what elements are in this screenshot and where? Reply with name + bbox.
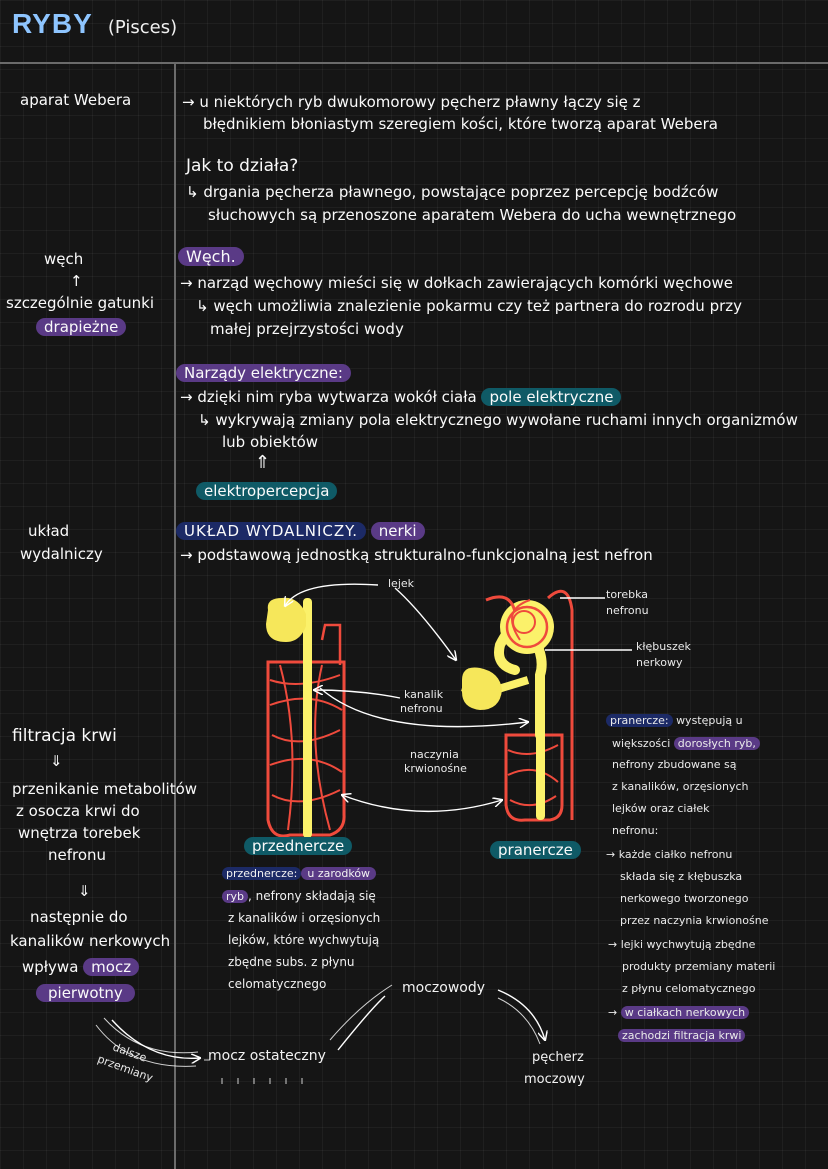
przed-note-hl2: u zarodków bbox=[301, 867, 377, 880]
nastepnie-3: wpływa bbox=[22, 958, 79, 976]
weber-label: aparat Webera bbox=[20, 91, 132, 109]
pra-note-hl2: dorosłych ryb, bbox=[673, 737, 760, 750]
pra-note-l9: nerkowego tworzonego bbox=[620, 892, 749, 905]
klebuszek-label-1: kłębuszek bbox=[636, 640, 691, 653]
pra-note-l13: z płynu celomatycznego bbox=[622, 982, 756, 995]
pecherz-label-1: pęcherz bbox=[532, 1050, 584, 1065]
double-arrow-up-icon: ⇑ bbox=[255, 452, 271, 473]
przenikanie-1: przenikanie metabolitów bbox=[12, 780, 198, 798]
arrow-up-icon: ↑ bbox=[70, 272, 83, 290]
przenikanie-2: z osocza krwi do bbox=[16, 802, 140, 820]
pra-note-l11: → lejki wychwytują zbędne bbox=[608, 938, 756, 951]
drapiezne-highlight: drapieżne bbox=[36, 318, 127, 336]
weber-question: Jak to działa? bbox=[186, 156, 299, 176]
excretory-line-1: → podstawową jednostką strukturalno-funk… bbox=[180, 546, 653, 564]
przed-note-hl3: ryb bbox=[222, 890, 249, 903]
przed-note-hl1: przednercze: bbox=[222, 867, 302, 880]
przed-note-l3: lejków, które wychwytują bbox=[228, 933, 380, 947]
pra-note-hl3: w ciałkach nerkowych bbox=[620, 1006, 750, 1019]
header-divider bbox=[0, 62, 828, 64]
elektropercepcja-highlight: elektropercepcja bbox=[196, 482, 338, 500]
przed-note-l4: zbędne subs. z płynu bbox=[228, 955, 355, 969]
pra-note-l1: występują u bbox=[676, 714, 743, 727]
naczynia-label-1: naczynia bbox=[410, 748, 459, 761]
wech-line-2: ↳ węch umożliwia znalezienie pokarmu czy… bbox=[196, 297, 743, 315]
przednercze-label: przednercze bbox=[244, 837, 353, 855]
excretory-title: UKŁAD WYDALNICZY. bbox=[176, 522, 367, 540]
nastepnie-2: kanalików nerkowych bbox=[10, 932, 171, 950]
page-title: RYBY bbox=[12, 8, 93, 39]
pra-note-l12: produkty przemiany materii bbox=[622, 960, 776, 973]
torebka-label-1: torebka bbox=[606, 588, 648, 601]
elec-title: Narządy elektryczne: bbox=[176, 364, 351, 382]
pra-note-l10: przez naczynia krwionośne bbox=[620, 914, 769, 927]
weber-answer-1: ↳ drgania pęcherza pławnego, powstające … bbox=[186, 183, 719, 201]
przed-note-l5: celomatycznego bbox=[228, 977, 327, 991]
pra-note-hl1: pranercze: bbox=[606, 714, 673, 727]
wech-line-3: małej przejrzystości wody bbox=[210, 320, 404, 338]
pra-note-l2a: większości bbox=[612, 737, 671, 750]
kanalik-label-1: kanalik bbox=[404, 688, 444, 701]
moczowody-label: moczowody bbox=[402, 980, 486, 996]
down-arrow-icon: ⇓ bbox=[50, 752, 63, 770]
nerki-highlight: nerki bbox=[370, 522, 425, 540]
column-divider bbox=[174, 62, 176, 1169]
elec-line-2: ↳ wykrywają zmiany pola elektrycznego wy… bbox=[198, 411, 798, 429]
kanalik-label-2: nefronu bbox=[400, 702, 443, 715]
pra-note-l3: nefrony zbudowane są bbox=[612, 758, 737, 771]
pra-note-l14: → bbox=[608, 1006, 618, 1019]
page-subtitle: (Pisces) bbox=[107, 17, 178, 38]
pra-note-l4: z kanalików, orzęsionych bbox=[612, 780, 749, 793]
naczynia-label-2: krwionośne bbox=[404, 762, 467, 775]
nastepnie-1: następnie do bbox=[30, 908, 128, 926]
wech-line-1: → narząd węchowy mieści się w dołkach za… bbox=[180, 274, 733, 292]
przednercze-drawing bbox=[266, 597, 346, 838]
przenikanie-4: nefronu bbox=[48, 846, 107, 864]
filtracja-label: filtracja krwi bbox=[12, 726, 117, 746]
pranercze-drawing bbox=[461, 589, 574, 822]
wech-label: węch bbox=[44, 250, 84, 268]
torebka-label-2: nefronu bbox=[606, 604, 649, 617]
mocz-highlight: mocz bbox=[83, 958, 140, 976]
klebuszek-label-2: nerkowy bbox=[636, 656, 683, 669]
pra-note-l7: → każde ciałko nefronu bbox=[606, 848, 733, 861]
weber-answer-2: słuchowych są przenoszone aparatem Weber… bbox=[208, 206, 737, 224]
pra-note-hl4: zachodzi filtracja krwi bbox=[618, 1029, 746, 1042]
pra-note-l5: lejków oraz ciałek bbox=[612, 802, 710, 815]
uklad-label-2: wydalniczy bbox=[20, 545, 103, 563]
elec-line-1: → dzięki nim ryba wytwarza wokół ciała bbox=[180, 388, 477, 406]
weber-line-2: błędnikiem błoniastym szeregiem kości, k… bbox=[203, 115, 718, 133]
elec-line-3: lub obiektów bbox=[222, 433, 319, 451]
przed-note-l1: , nefrony składają się bbox=[248, 889, 376, 903]
przenikanie-3: wnętrza torebek bbox=[18, 824, 141, 842]
szczegolnie-label: szczególnie gatunki bbox=[6, 294, 155, 312]
wech-title: Węch. bbox=[178, 247, 244, 266]
przed-note-l2: z kanalików i orzęsionych bbox=[228, 911, 381, 925]
pranercze-label: pranercze bbox=[490, 841, 581, 859]
mocz-ostateczny-label: mocz ostateczny bbox=[208, 1048, 326, 1064]
uklad-label-1: układ bbox=[28, 522, 70, 540]
down-arrow-icon-2: ⇓ bbox=[78, 882, 91, 900]
weber-line-1: → u niektórych ryb dwukomorowy pęcherz p… bbox=[182, 93, 641, 111]
lejek-label: lejek bbox=[388, 577, 415, 590]
page-header: RYBY (Pisces) bbox=[12, 8, 177, 40]
pole-highlight: pole elektryczne bbox=[481, 388, 622, 406]
pierwotny-highlight: pierwotny bbox=[36, 984, 135, 1002]
pra-note-l8: składa się z kłębuszka bbox=[620, 870, 743, 883]
pra-note-l6: nefronu: bbox=[612, 824, 659, 837]
pecherz-label-2: moczowy bbox=[524, 1072, 585, 1087]
